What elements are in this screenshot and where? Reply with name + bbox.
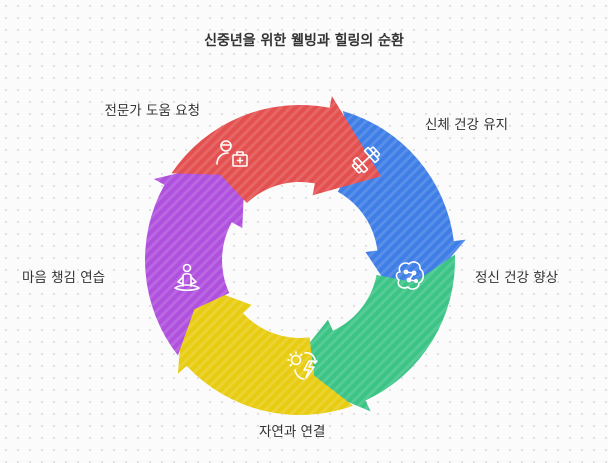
segment-mental-health-texture: [283, 254, 455, 412]
step-label-mental-health: 정신 건강 향상: [475, 270, 559, 286]
segment-mindfulness-texture: [145, 157, 246, 356]
dumbbell-icon: [351, 146, 381, 174]
doctor-medkit-icon: [216, 140, 248, 167]
step-label-professional-help: 전문가 도움 요청: [104, 103, 200, 119]
meditation-icon: [174, 263, 200, 292]
segment-nature-connection-texture: [177, 280, 353, 416]
diagram-title: 신중년을 위한 웰빙과 힐링의 순환: [204, 33, 404, 49]
brain-icon: [395, 261, 425, 290]
step-label-physical-health: 신체 건강 유지: [425, 117, 509, 133]
segment-professional-help-texture: [171, 96, 381, 203]
step-label-nature-connection: 자연과 연결: [259, 424, 326, 440]
sun-energy-icon: [287, 351, 318, 380]
step-label-mindfulness: 마음 챙김 연습: [22, 270, 106, 286]
